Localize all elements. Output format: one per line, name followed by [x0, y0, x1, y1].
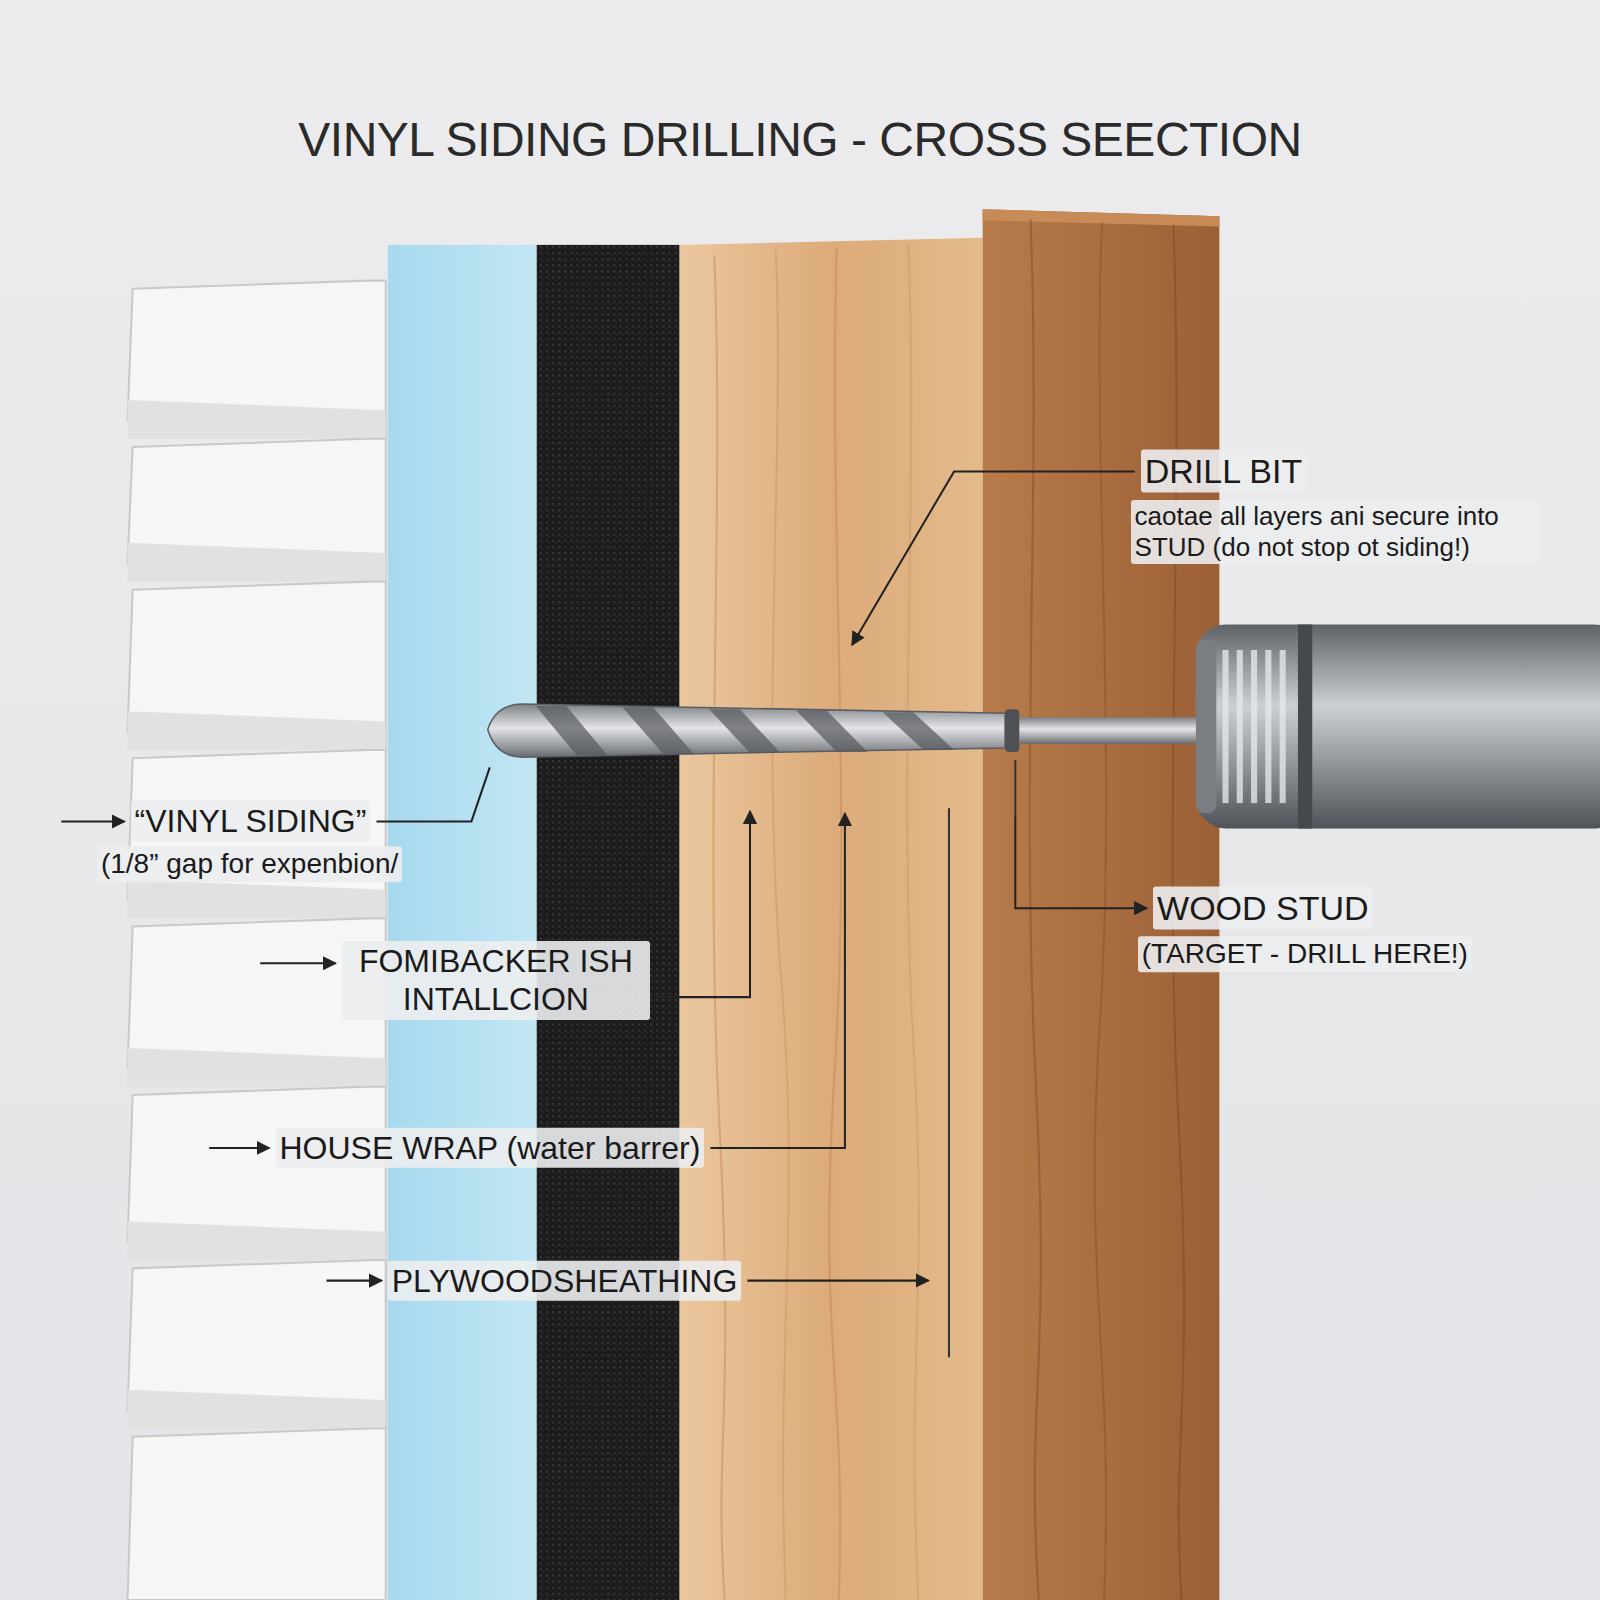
bit-flute: [709, 709, 780, 753]
grain-line: [1030, 219, 1041, 1600]
callout-label: FOMIBACKER ISH INTALLCION: [342, 941, 650, 1020]
leader-line: [209, 1147, 269, 1149]
leader-line: [656, 811, 750, 997]
leader-line: [376, 767, 489, 821]
drill: [488, 624, 1600, 828]
chuck-ring: [1196, 640, 1216, 813]
diagram-title: VINYL SIDING DRILLING - CROSS SEECTION: [0, 112, 1600, 167]
bit-collar: [1005, 709, 1019, 752]
callout-label: (1/8” gap for expenbion/: [97, 846, 402, 882]
grain-line: [829, 248, 841, 1600]
leader-line: [747, 1280, 928, 1282]
leader-line: [710, 813, 844, 1148]
wood-grain: [713, 219, 1184, 1600]
callout-label: PLYWOODSHEATHING: [388, 1260, 742, 1300]
siding-board: [128, 1429, 386, 1600]
callout-label: “VINYL SIDING”: [131, 801, 371, 841]
chuck-ridge: [1222, 650, 1228, 803]
grain-line: [1095, 222, 1107, 1600]
chuck-ridge: [1265, 650, 1271, 803]
leader-line: [327, 1280, 382, 1282]
siding-board: [128, 1087, 386, 1260]
grain-line: [907, 245, 918, 1600]
grain-line: [713, 255, 725, 1600]
siding-lip: [128, 1221, 386, 1260]
house-wrap: [537, 245, 680, 1600]
callout-label: HOUSE WRAP (water barrer): [276, 1128, 705, 1168]
siding-board: [128, 582, 386, 750]
bit-flute: [536, 706, 607, 755]
chuck-ridge: [1237, 650, 1243, 803]
bit-shank: [1019, 717, 1203, 744]
drill-bit: [488, 704, 1005, 757]
chuck-ridge: [1251, 650, 1257, 803]
leader-line: [948, 808, 950, 1357]
callout-label: caotae all layers ani secure into STUD (…: [1131, 500, 1539, 564]
siding-lip: [128, 1048, 386, 1087]
drill-chuck: [1196, 624, 1600, 828]
bit-flute: [883, 712, 954, 750]
siding-lip: [128, 1390, 386, 1429]
bit-flute: [796, 710, 867, 752]
callout-label: WOOD STUD: [1153, 887, 1373, 930]
siding-board: [128, 750, 386, 918]
siding-lip: [128, 880, 386, 919]
callout-label: DRILL BIT: [1141, 450, 1306, 493]
callout-label: (TARGET - DRILL HERE!): [1138, 936, 1472, 972]
siding-lip: [128, 400, 386, 439]
foam-insulation: [388, 245, 537, 1600]
plywood-sheathing: [680, 238, 983, 1600]
chuck-ridge: [1280, 650, 1286, 803]
siding-board: [128, 439, 386, 582]
leader-line: [61, 820, 124, 822]
siding-lip: [128, 711, 386, 750]
siding-lip: [128, 543, 386, 582]
leader-line: [1014, 760, 1016, 816]
leader-line: [1015, 816, 1147, 908]
bit-flute: [622, 707, 693, 754]
leader-line: [260, 962, 336, 964]
chuck-band: [1298, 624, 1312, 828]
siding-board: [128, 1260, 386, 1428]
siding-board: [128, 281, 386, 439]
grain-line: [772, 250, 788, 1600]
leader-line: [852, 471, 1135, 644]
